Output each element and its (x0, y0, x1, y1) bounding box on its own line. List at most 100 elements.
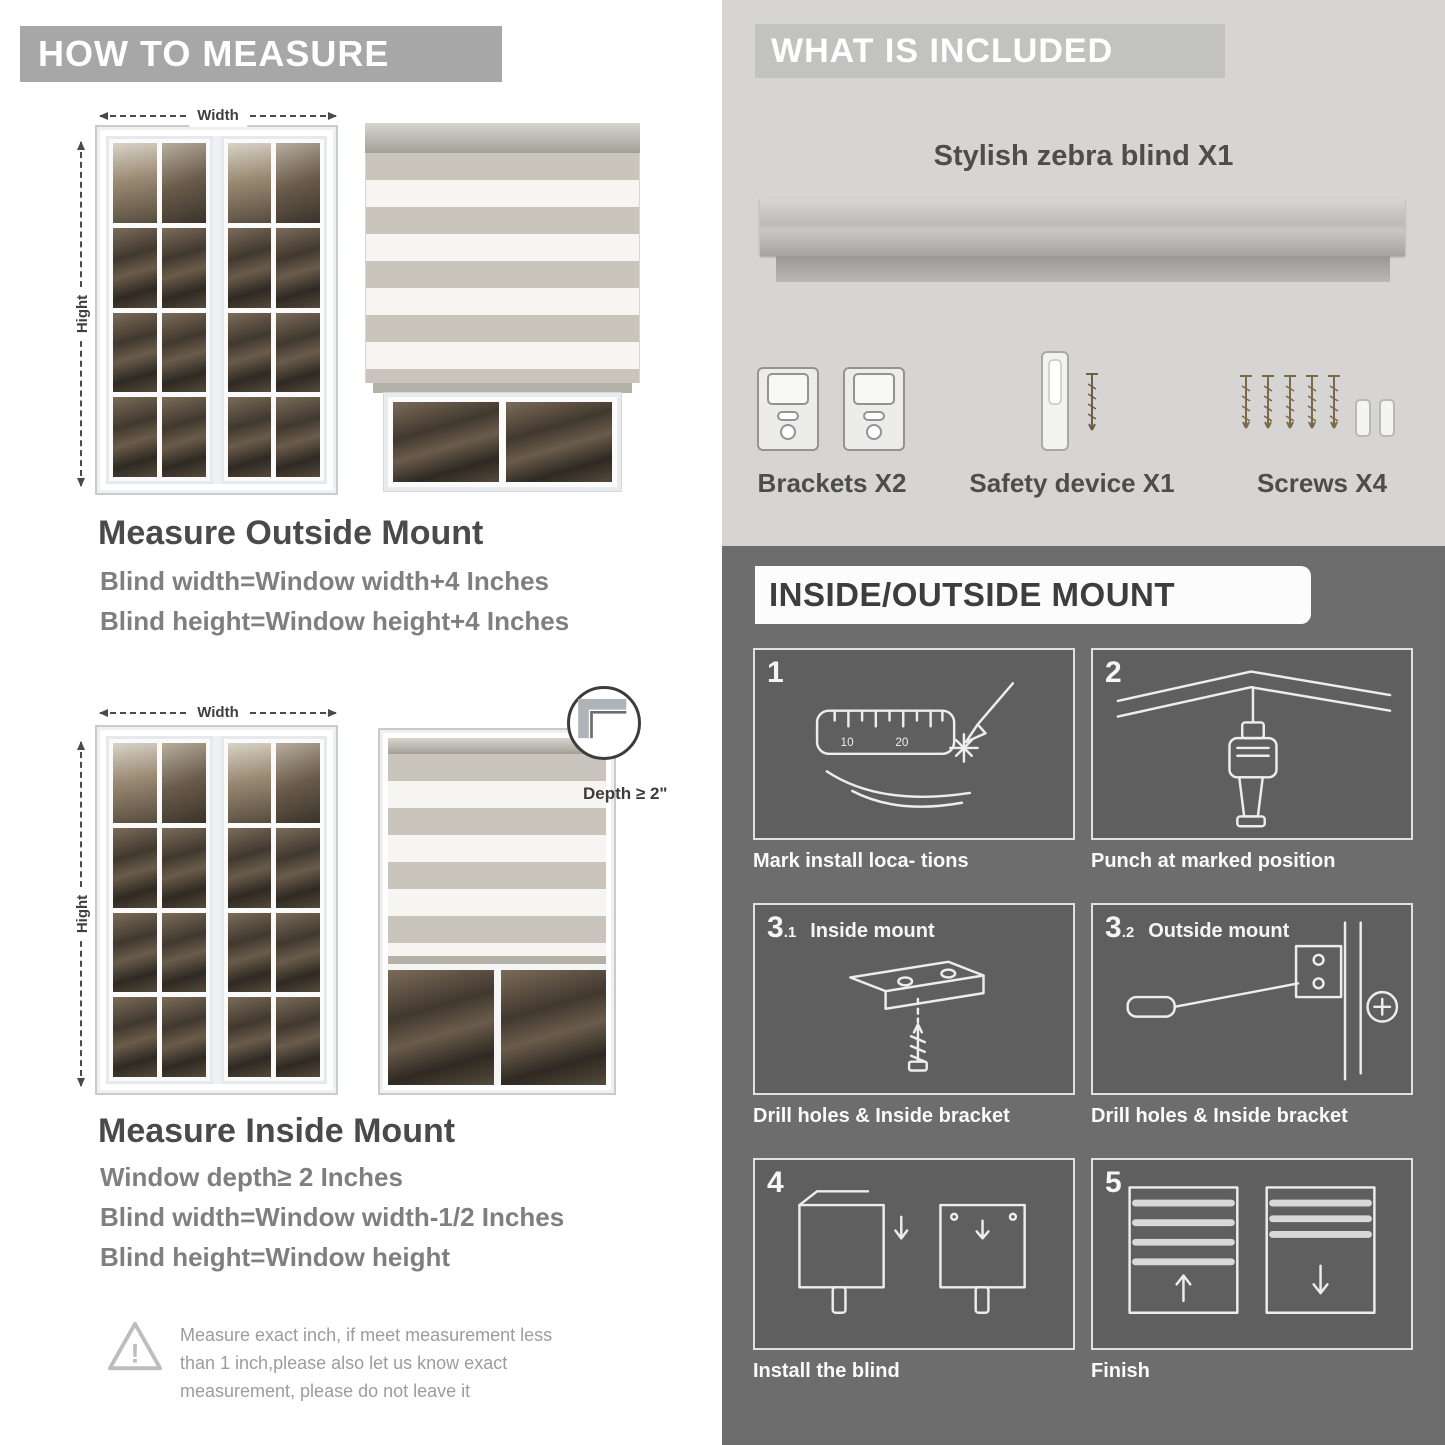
step-number: 4 (767, 1166, 798, 1200)
window-pane (161, 227, 206, 308)
width-arrow: Width (99, 105, 337, 127)
window-pane (276, 227, 320, 308)
window-pane (161, 312, 206, 393)
step-1-caption: Mark install loca- tions (753, 850, 969, 872)
zebra-stripes (365, 153, 640, 383)
window-bottom-fragment (388, 964, 606, 1085)
height-label: Hight (72, 286, 94, 342)
mount-steps: 1 10 20 (753, 648, 1413, 1383)
window-pane (227, 997, 272, 1077)
step-1: 1 10 20 (753, 648, 1075, 873)
window-pane (276, 827, 320, 908)
blind-bottomrail (388, 956, 606, 964)
step-number: 2 (1105, 656, 1136, 690)
window-body (106, 736, 327, 1084)
step-4: 4 (753, 1158, 1075, 1383)
window-body (106, 136, 327, 484)
inside-mount-formula-depth: Window depth≥ 2 Inches (100, 1162, 403, 1192)
window-pane (161, 397, 206, 477)
blind-headrail (365, 123, 640, 153)
included-item-brackets: Brackets X2 (752, 326, 912, 499)
step-3-2-caption: Drill holes & Inside bracket (1091, 1105, 1348, 1127)
window-bottom-fragment (383, 392, 622, 492)
window-illustration-inside (95, 725, 338, 1095)
step-title: Inside mount (810, 920, 935, 942)
note-line: than 1 inch,please also let us know exac… (180, 1352, 508, 1373)
window-pane (161, 827, 206, 908)
included-item-screws: Screws X4 (1232, 326, 1412, 499)
window-pane (276, 997, 320, 1077)
svg-text:10: 10 (841, 736, 855, 749)
window-corner-icon (578, 698, 627, 739)
blind-bottomrail (373, 383, 632, 393)
height-arrow: Hight (72, 141, 94, 487)
window-pane (393, 402, 499, 482)
how-to-measure-header: HOW TO MEASURE (20, 26, 502, 82)
step-number: 1 (767, 656, 798, 690)
outside-bracket-illustration (1126, 921, 1399, 1081)
window-pane (113, 143, 157, 223)
window-pane (113, 997, 157, 1077)
window-pane (227, 143, 272, 223)
headrail-valance (775, 256, 1390, 282)
step-number-main: 3 (1105, 911, 1122, 944)
safety-device-icon (1012, 326, 1132, 458)
window-pane (227, 827, 272, 908)
inside-bracket-illustration (849, 960, 985, 1072)
depth-label: Depth ≥ 2" (583, 784, 668, 803)
measure-note: Measure exact inch, if meet measurement … (180, 1322, 552, 1406)
height-label: Hight (72, 886, 94, 942)
window-pane (161, 912, 206, 993)
screws-label: Screws X4 (1256, 468, 1388, 498)
width-label: Width (189, 702, 247, 724)
outside-mount-formula-height: Blind height=Window height+4 Inches (100, 606, 570, 636)
blind-headrail (388, 738, 606, 754)
blind-inside-body (388, 738, 606, 1085)
mark-location-illustration: 10 20 (815, 682, 1015, 808)
window-pane (113, 397, 157, 477)
inside-mount-title: Measure Inside Mount (98, 1112, 456, 1150)
step-number-main: 2 (1105, 656, 1122, 689)
window-sash (106, 136, 213, 484)
inside-mount-formula-height: Blind height=Window height (100, 1242, 450, 1272)
window-pane (500, 970, 606, 1085)
note-line: measurement, please do not leave it (180, 1380, 471, 1401)
window-pane (227, 312, 272, 393)
step-5-caption: Finish (1091, 1360, 1150, 1382)
window-pane (227, 912, 272, 993)
step-2: 2 Pu (1091, 648, 1413, 873)
window-pane (227, 397, 272, 477)
included-header: WHAT IS INCLUDED (755, 24, 1225, 78)
window-sash (106, 736, 213, 1084)
step-4-caption: Install the blind (753, 1360, 900, 1382)
window-pane (276, 743, 320, 823)
step-number: 5 (1105, 1166, 1136, 1200)
blind-illustration-outside (365, 123, 640, 495)
window-pane (161, 743, 206, 823)
step-number-main: 1 (767, 656, 784, 689)
width-arrow: Width (99, 702, 337, 724)
window-pane (113, 912, 157, 993)
window-pane (276, 312, 320, 393)
brackets-icon (752, 326, 912, 458)
step-number-sub: .1 (783, 924, 797, 941)
window-pane (276, 912, 320, 993)
window-pane (227, 743, 272, 823)
window-pane (276, 143, 320, 223)
window-sash (220, 136, 327, 484)
included-section: WHAT IS INCLUDED Stylish zebra blind X1 (722, 0, 1445, 546)
note-line: Measure exact inch, if meet measurement … (180, 1325, 553, 1345)
step-1-panel: 1 10 20 (753, 648, 1075, 840)
step-2-panel: 2 (1091, 648, 1413, 840)
outside-mount-title: Measure Outside Mount (98, 514, 484, 552)
included-items: Brackets X2 Safety device (752, 326, 1412, 499)
svg-text:20: 20 (895, 736, 909, 749)
drill-illustration (1116, 670, 1392, 828)
step-number-main: 5 (1105, 1166, 1122, 1199)
height-arrow: Hight (72, 741, 94, 1087)
brackets-label: Brackets X2 (757, 468, 907, 498)
